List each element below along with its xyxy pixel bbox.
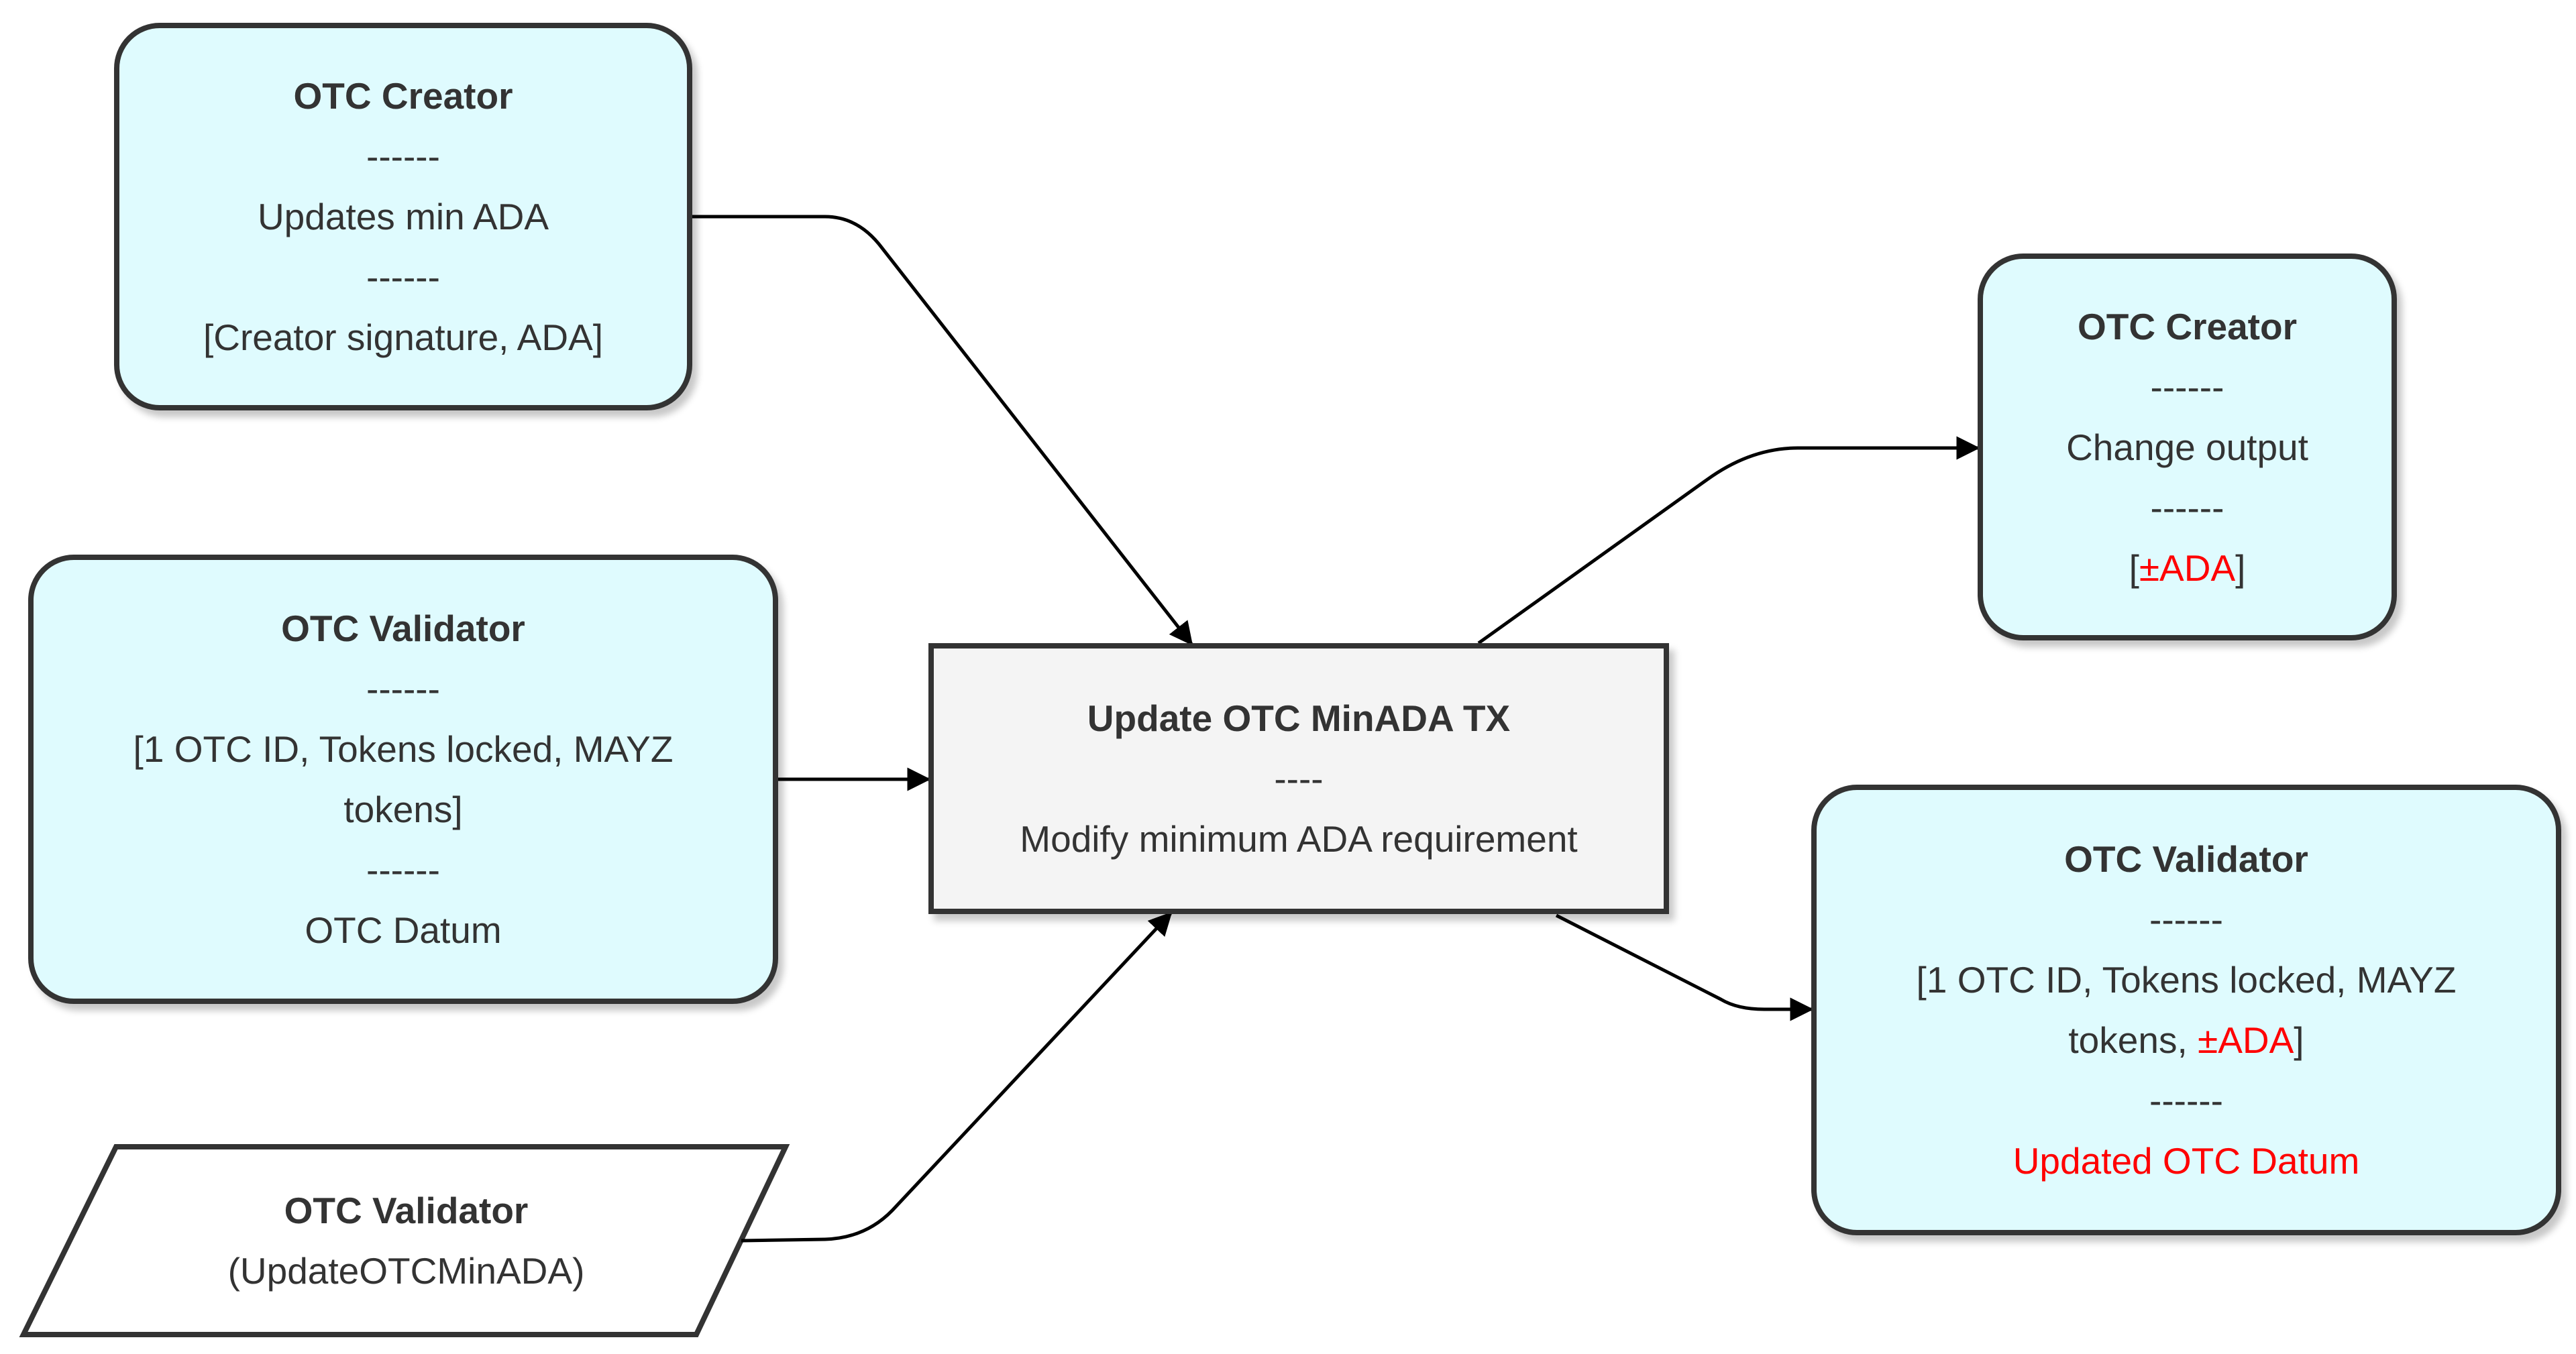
transaction-description: Modify minimum ADA requirement xyxy=(1020,818,1578,860)
validator-input-assets: [1 OTC ID, Tokens locked, MAYZ xyxy=(133,728,674,770)
validator-output-datum: Updated OTC Datum xyxy=(2012,1140,2360,1182)
validator-output-node: OTC Validator ------ [1 OTC ID, Tokens l… xyxy=(1811,785,2561,1235)
transaction-title: Update OTC MinADA TX xyxy=(1087,697,1511,739)
validator-output-separator: ------ xyxy=(2149,1080,2223,1121)
creator-output-description: Change output xyxy=(2066,426,2308,468)
creator-input-node: OTC Creator ------ Updates min ADA -----… xyxy=(114,23,692,410)
creator-output-title: OTC Creator xyxy=(2078,305,2297,347)
transaction-separator: ---- xyxy=(1274,758,1324,799)
assets-suffix: ] xyxy=(2294,1019,2304,1061)
creator-input-description: Updates min ADA xyxy=(257,196,549,237)
edge-tx-to-validator-output xyxy=(1555,913,1814,1021)
validator-input-separator: ------ xyxy=(366,668,440,710)
creator-output-separator: ------ xyxy=(2150,365,2224,408)
validator-input-assets: tokens] xyxy=(343,789,463,830)
edge-creator-to-tx xyxy=(692,215,1193,646)
bracket-open: [ xyxy=(2129,547,2139,589)
validator-output-title: OTC Validator xyxy=(2064,838,2308,880)
edge-tx-to-creator-output xyxy=(1477,436,1980,645)
assets-prefix: tokens, xyxy=(2068,1019,2198,1061)
creator-input-separator: ------ xyxy=(366,135,440,177)
redeemer-title: OTC Validator xyxy=(284,1190,529,1231)
validator-output-separator: ------ xyxy=(2149,899,2223,940)
ada-change-highlight: ±ADA xyxy=(2198,1019,2294,1061)
redeemer-action: (UpdateOTCMinADA) xyxy=(227,1250,585,1292)
ada-change-highlight: ±ADA xyxy=(2139,547,2236,589)
creator-output-separator: ------ xyxy=(2150,486,2224,528)
validator-input-node: OTC Validator ------ [1 OTC ID, Tokens l… xyxy=(28,555,778,1004)
redeemer-node: OTC Validator (UpdateOTCMinADA) xyxy=(116,1149,696,1332)
creator-output-assets: [±ADA] xyxy=(2129,538,2246,598)
validator-output-assets: tokens, ±ADA] xyxy=(2068,1010,2304,1070)
transaction-node: Update OTC MinADA TX ---- Modify minimum… xyxy=(928,643,1669,914)
validator-input-datum: OTC Datum xyxy=(305,909,502,951)
validator-input-title: OTC Validator xyxy=(281,608,525,649)
creator-input-title: OTC Creator xyxy=(293,75,513,117)
edge-redeemer-to-tx xyxy=(741,911,1173,1243)
creator-input-separator: ------ xyxy=(366,256,440,298)
redeemer-shape xyxy=(19,1144,790,1337)
validator-input-separator: ------ xyxy=(366,849,440,891)
validator-output-assets: [1 OTC ID, Tokens locked, MAYZ xyxy=(1916,959,2457,1001)
creator-input-assets: [Creator signature, ADA] xyxy=(203,317,604,358)
creator-output-node: OTC Creator ------ Change output ------ … xyxy=(1978,253,2397,640)
bracket-close: ] xyxy=(2235,547,2246,589)
